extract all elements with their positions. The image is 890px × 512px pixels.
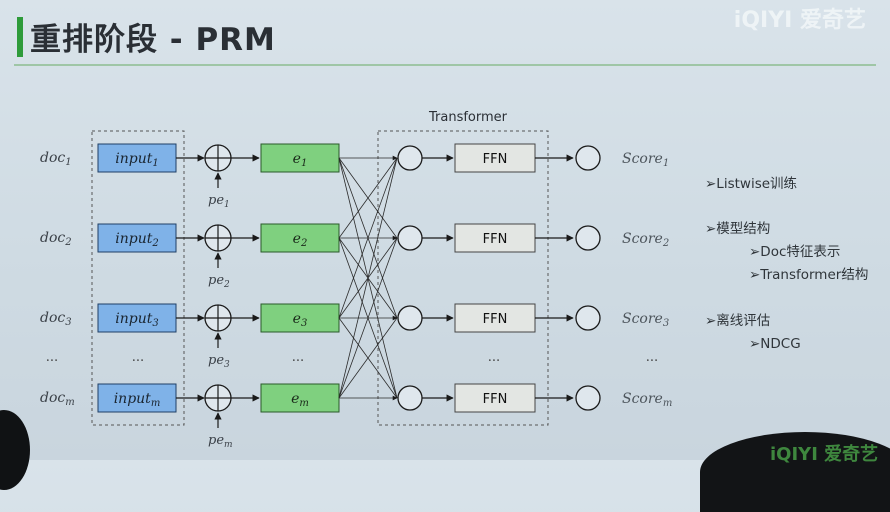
- bullet-offline-eval: ➢离线评估: [705, 313, 771, 329]
- doc-label-1: doc1: [40, 150, 72, 168]
- embedding-label-4: em: [291, 391, 309, 409]
- iqiyi-logo: iQIYI 爱奇艺: [733, 8, 866, 33]
- score-label-2: Score2: [622, 231, 669, 249]
- ellipsis-5: ...: [646, 350, 658, 365]
- doc-label-3: doc3: [40, 310, 72, 328]
- slide: 重排阶段 - PRM iQIYI 爱奇艺 Transformer doc1 inp…: [0, 8, 890, 512]
- input-label-3: input3: [115, 311, 158, 329]
- bullet-ndcg: ➢NDCG: [749, 336, 801, 352]
- diagram-row-2: doc2 input2 pe2 e2 FFN Score2: [40, 223, 669, 290]
- ffn-label-4: FFN: [483, 392, 508, 407]
- ffn-label-1: FFN: [483, 152, 508, 167]
- pe-label-4: pem: [208, 433, 233, 450]
- iqiyi-logo-bottom: iQIYI 爱奇艺: [770, 444, 879, 465]
- score-label-4: Scorem: [622, 391, 672, 409]
- ellipsis-4: ...: [488, 350, 500, 365]
- ellipsis-2: ...: [132, 350, 144, 365]
- output-node-1: [575, 145, 601, 171]
- diagram-row-4: docm inputm pem em FFN Scorem: [40, 383, 672, 450]
- ellipsis-3: ...: [292, 350, 304, 365]
- transformer-label: Transformer: [428, 110, 508, 125]
- attention-edge-2-1: [338, 157, 398, 239]
- attention-edge-4-3: [338, 317, 398, 399]
- ffn-label-3: FFN: [483, 312, 508, 327]
- input-box-1: [97, 143, 177, 173]
- embedding-box-1: [260, 143, 340, 173]
- embedding-label-2: e2: [293, 231, 308, 249]
- doc-label-4: docm: [40, 390, 75, 408]
- bullet-listwise-training: ➢Listwise训练: [705, 176, 798, 192]
- slide-title: 重排阶段 - PRM: [30, 22, 276, 58]
- input-box-3: [97, 303, 177, 333]
- attention-edge-4-1: [338, 157, 398, 399]
- title-accent-bar: [17, 17, 23, 57]
- bullet-doc-feature: ➢Doc特征表示: [749, 244, 841, 260]
- doc-label-2: doc2: [40, 230, 72, 248]
- pe-label-1: pe1: [208, 193, 230, 210]
- transformer-dashed-box: [377, 130, 549, 426]
- pe-label-2: pe2: [208, 273, 230, 290]
- embedding-label-3: e3: [293, 311, 308, 329]
- input-box-2: [97, 223, 177, 253]
- embedding-box-3: [260, 303, 340, 333]
- ffn-box-4: [454, 383, 536, 413]
- score-label-1: Score1: [622, 151, 669, 169]
- ffn-label-2: FFN: [483, 232, 508, 247]
- diagram-row-1: doc1 input1 pe1 e1 FFN Score1: [40, 143, 669, 210]
- score-label-3: Score3: [622, 311, 669, 329]
- input-group-dashed-box: [91, 130, 185, 426]
- embedding-label-1: e1: [293, 151, 308, 169]
- output-node-3: [575, 305, 601, 331]
- pe-label-3: pe3: [208, 353, 230, 370]
- ffn-box-2: [454, 223, 536, 253]
- output-node-2: [575, 225, 601, 251]
- embedding-box-4: [260, 383, 340, 413]
- attention-node-1: [397, 145, 423, 171]
- attention-node-2: [397, 225, 423, 251]
- diagram-row-3: doc3 input3 pe3 e3 FFN Score3: [40, 303, 669, 370]
- input-label-4: inputm: [114, 391, 161, 409]
- input-label-2: input2: [115, 231, 158, 249]
- bullet-transformer-structure: ➢Transformer结构: [749, 267, 869, 283]
- attention-node-4: [397, 385, 423, 411]
- attention-node-3: [397, 305, 423, 331]
- input-box-4: [97, 383, 177, 413]
- attention-edge-4-2: [338, 237, 398, 399]
- input-label-1: input1: [115, 151, 158, 169]
- output-node-4: [575, 385, 601, 411]
- attention-edge-3-1: [338, 157, 398, 319]
- bullet-model-structure: ➢模型结构: [705, 221, 771, 237]
- ellipsis-1: ...: [46, 350, 58, 365]
- title-divider: [14, 64, 876, 66]
